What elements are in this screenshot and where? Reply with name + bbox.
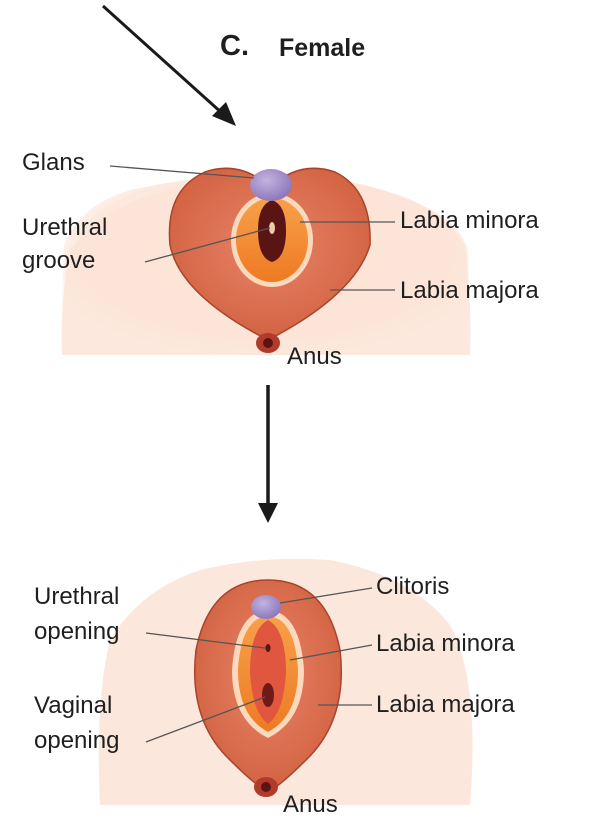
panel-letter: C.: [220, 30, 249, 63]
label-bottom-labia-majora: Labia majora: [376, 690, 515, 720]
panel-title: Female: [279, 34, 365, 63]
label-top-labia-majora: Labia majora: [400, 276, 539, 306]
label-vaginal-opening-line2: opening: [34, 726, 119, 756]
label-bottom-anus: Anus: [283, 790, 338, 820]
label-glans: Glans: [22, 148, 85, 178]
label-clitoris: Clitoris: [376, 572, 449, 602]
label-bottom-labia-minora: Labia minora: [376, 629, 515, 659]
label-top-anus: Anus: [287, 342, 342, 372]
label-urethral-groove-line2: groove: [22, 246, 95, 276]
label-vaginal-opening-line1: Vaginal: [34, 691, 112, 721]
label-top-labia-minora: Labia minora: [400, 206, 539, 236]
label-urethral-opening-line1: Urethral: [34, 582, 119, 612]
label-urethral-groove-line1: Urethral: [22, 213, 107, 243]
label-urethral-opening-line2: opening: [34, 617, 119, 647]
